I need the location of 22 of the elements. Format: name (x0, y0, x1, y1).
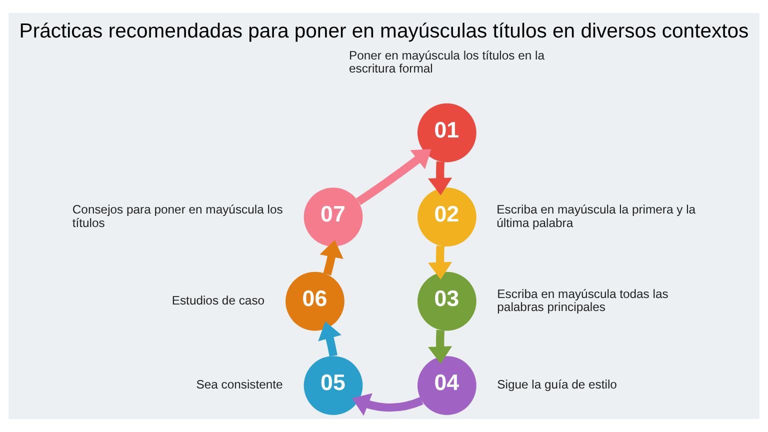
node-label: Escriba en mayúscula todas las palabras principales (497, 286, 668, 314)
node-circle: 05 (304, 356, 363, 415)
node-circle: 06 (286, 272, 344, 331)
diagram-title: Prácticas recomendadas para poner en mayúsculas títulos en diversos contextos (19, 20, 749, 42)
arrow (428, 161, 452, 196)
arrow (356, 149, 432, 205)
node-circle: 01 (418, 103, 476, 162)
node-label: Poner en mayúscula los títulos en la escritura formal (348, 48, 545, 76)
arrow (428, 246, 452, 280)
arrow (428, 330, 452, 364)
arrow (318, 321, 342, 357)
node-label: Sea consistente (196, 378, 283, 392)
node-circle: 07 (304, 188, 363, 246)
node-label: Consejos para poner en mayúscula los títulos (72, 202, 283, 230)
node-label: Estudios de caso (172, 293, 265, 308)
node-circle: 03 (418, 272, 476, 331)
node-label: Escriba en mayúscula la primera y la última palabra (496, 202, 696, 230)
node-circle: 02 (418, 188, 476, 246)
arrow (320, 240, 344, 276)
node-label: Sigue la guía de estilo (497, 378, 617, 392)
node-circle: 04 (418, 356, 476, 415)
arrow (352, 393, 424, 416)
